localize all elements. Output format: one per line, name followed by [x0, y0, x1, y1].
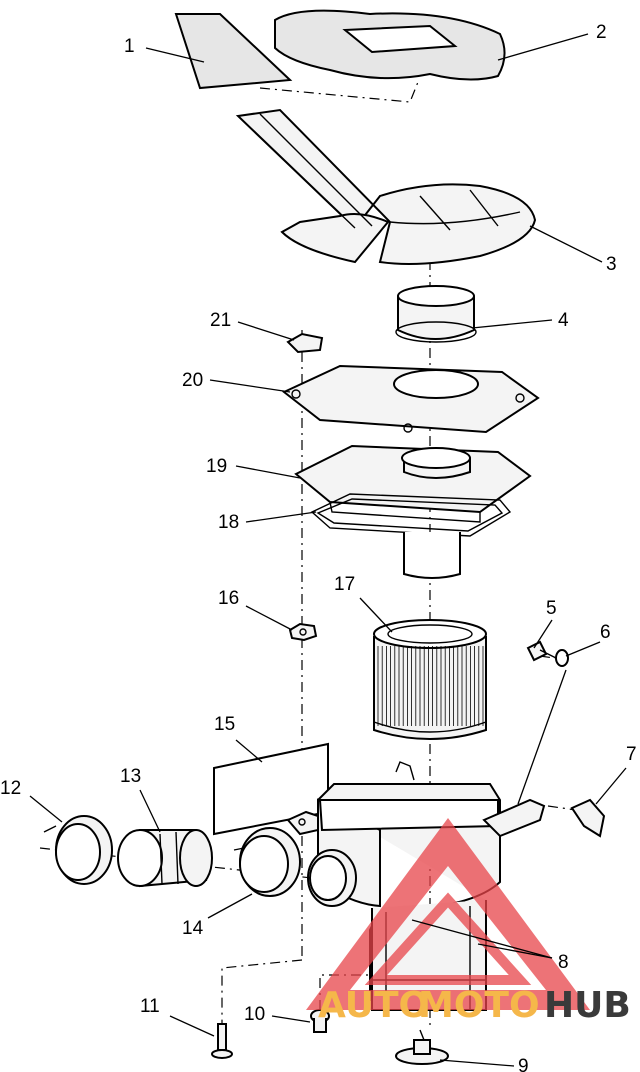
centerline-bolt-lower [221, 959, 303, 1030]
leader-5 [533, 619, 553, 649]
leader-7 [595, 767, 627, 805]
watermark-text-hub: HUB [544, 985, 631, 1026]
hose-clamp-part-14 [233, 827, 301, 897]
callout-16: 16 [218, 588, 239, 609]
bolt-part [526, 640, 557, 662]
callout-1: 1 [124, 36, 135, 57]
leader-9 [439, 1059, 515, 1067]
leader-6b [517, 669, 567, 805]
flange-plate-part [282, 364, 540, 434]
bracket-part [570, 798, 606, 838]
callout-14: 14 [182, 918, 204, 939]
callout-13: 13 [120, 766, 141, 787]
nut-part [288, 622, 318, 642]
leader-13 [139, 789, 161, 833]
watermark-text-moto: MOTO [418, 985, 540, 1026]
prefilter-part [174, 13, 293, 90]
callout-labels: 1 2 3 4 5 6 7 8 9 10 11 12 13 14 15 16 1… [0, 22, 637, 1072]
intake-boot-part [117, 829, 213, 888]
callout-17: 17 [334, 574, 355, 595]
leader-8a [411, 919, 553, 959]
leader-1 [145, 47, 205, 63]
callout-10: 10 [244, 1004, 265, 1025]
hose-clamp-part-12 [43, 815, 113, 885]
callout-20: 20 [182, 370, 203, 391]
leader-3 [529, 225, 603, 263]
air-box-cover-part [235, 108, 537, 265]
watermark-logo-text: AUTO MOTO HUB [318, 985, 631, 1026]
leader-8b [477, 943, 553, 959]
leader-4 [471, 319, 553, 329]
watermark-text-auto: AUTO [318, 985, 429, 1026]
watermark-triangle [306, 818, 590, 1010]
leader-16 [245, 605, 293, 631]
drain-cap-part [395, 1029, 449, 1065]
link-1-2 [259, 81, 419, 103]
callout-4: 4 [558, 310, 569, 331]
leader-14 [207, 893, 253, 919]
leader-12 [29, 795, 63, 823]
callout-12: 12 [0, 778, 21, 799]
callout-9: 9 [518, 1056, 529, 1072]
housing-lid-part [294, 444, 532, 523]
callout-19: 19 [206, 456, 227, 477]
callout-7: 7 [626, 744, 637, 765]
callout-18: 18 [218, 512, 239, 533]
leader-21 [237, 321, 295, 341]
leader-2 [497, 33, 589, 61]
air-filter-element-part [373, 619, 487, 740]
adapter-ring-part [395, 285, 477, 343]
screw-part [310, 1009, 330, 1033]
leader-lines [29, 33, 627, 1067]
leader-19 [235, 465, 301, 479]
callout-8: 8 [558, 952, 569, 973]
washer-part [555, 649, 569, 667]
callout-15: 15 [214, 714, 235, 735]
long-bolt-part [211, 1023, 233, 1059]
foam-seal-part [274, 9, 506, 81]
leader-15 [235, 739, 263, 763]
callout-21: 21 [210, 310, 231, 331]
leader-10 [271, 1015, 311, 1023]
callout-5: 5 [546, 598, 557, 619]
leader-18 [245, 511, 317, 523]
callout-6: 6 [600, 622, 611, 643]
link-7 [547, 805, 591, 813]
clip-part [286, 332, 324, 354]
lid-outlet-tube [403, 532, 461, 579]
leader-20 [209, 379, 291, 393]
lid-gasket-part [310, 493, 512, 537]
leader-11 [169, 1015, 215, 1037]
callout-2: 2 [596, 22, 607, 43]
leader-17 [359, 597, 393, 633]
leader-6 [565, 641, 601, 657]
callout-3: 3 [606, 254, 617, 275]
callout-11: 11 [140, 996, 160, 1017]
